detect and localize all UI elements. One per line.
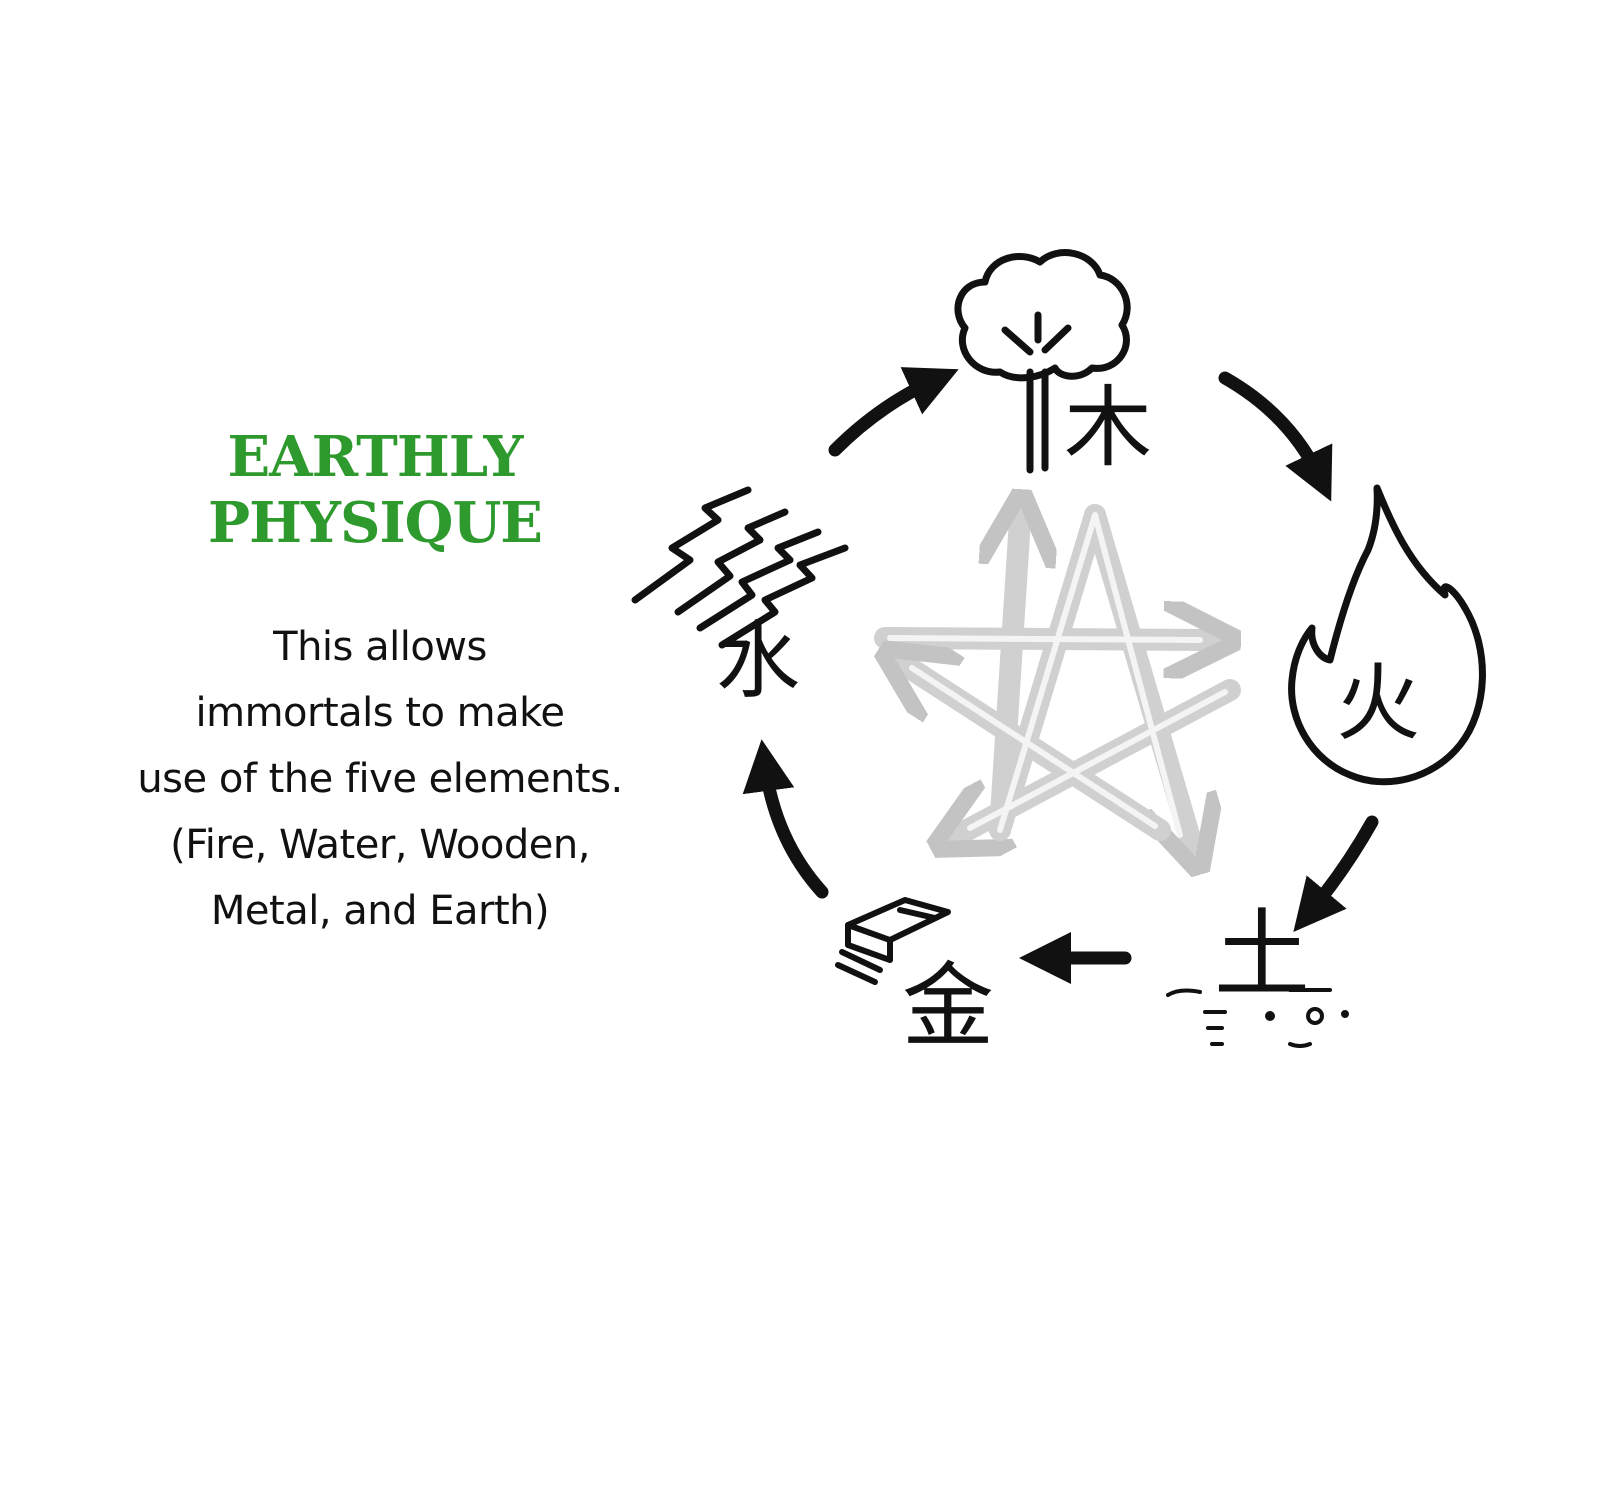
pentagram-highlight <box>887 512 1228 838</box>
description-line-3: use of the five elements. <box>137 756 623 802</box>
description-line-2: immortals to make <box>195 690 565 736</box>
description: This allows immortals to make use of the… <box>70 614 690 944</box>
fire-element: 火 <box>1288 484 1486 786</box>
waves-icon <box>631 486 849 649</box>
soil-icon <box>1166 988 1349 1048</box>
description-line-1: This allows <box>273 624 487 670</box>
metal-element: 金 <box>835 897 994 1060</box>
ingot-icon <box>835 897 951 985</box>
description-line-4: (Fire, Water, Wooden, <box>170 822 590 868</box>
tree-icon <box>954 249 1131 474</box>
title-line-2: PHYSIQUE <box>208 490 543 556</box>
fire-glyph: 火 <box>1336 654 1420 752</box>
flame-icon <box>1288 484 1486 786</box>
arrow-fire-to-earth <box>1293 815 1379 932</box>
water-glyph: 水 <box>716 612 800 710</box>
pentagram-star <box>885 515 1230 845</box>
metal-glyph: 金 <box>902 953 994 1060</box>
water-element: 水 <box>631 486 849 710</box>
arrow-wood-to-fire <box>1218 371 1333 502</box>
diagram-title: EARTHLY PHYSIQUE <box>170 424 580 556</box>
earth-glyph: 土 <box>1214 899 1310 1011</box>
description-line-5: Metal, and Earth) <box>210 888 550 934</box>
earth-element: 土 <box>1166 899 1349 1048</box>
wood-element: 木 <box>954 249 1152 479</box>
title-line-1: EARTHLY <box>227 424 523 490</box>
arrow-metal-to-water <box>742 739 829 899</box>
star-line-6 <box>1000 520 1020 841</box>
cycle-arrows <box>742 367 1379 984</box>
wood-glyph: 木 <box>1064 376 1152 479</box>
arrow-water-to-wood <box>828 367 959 457</box>
